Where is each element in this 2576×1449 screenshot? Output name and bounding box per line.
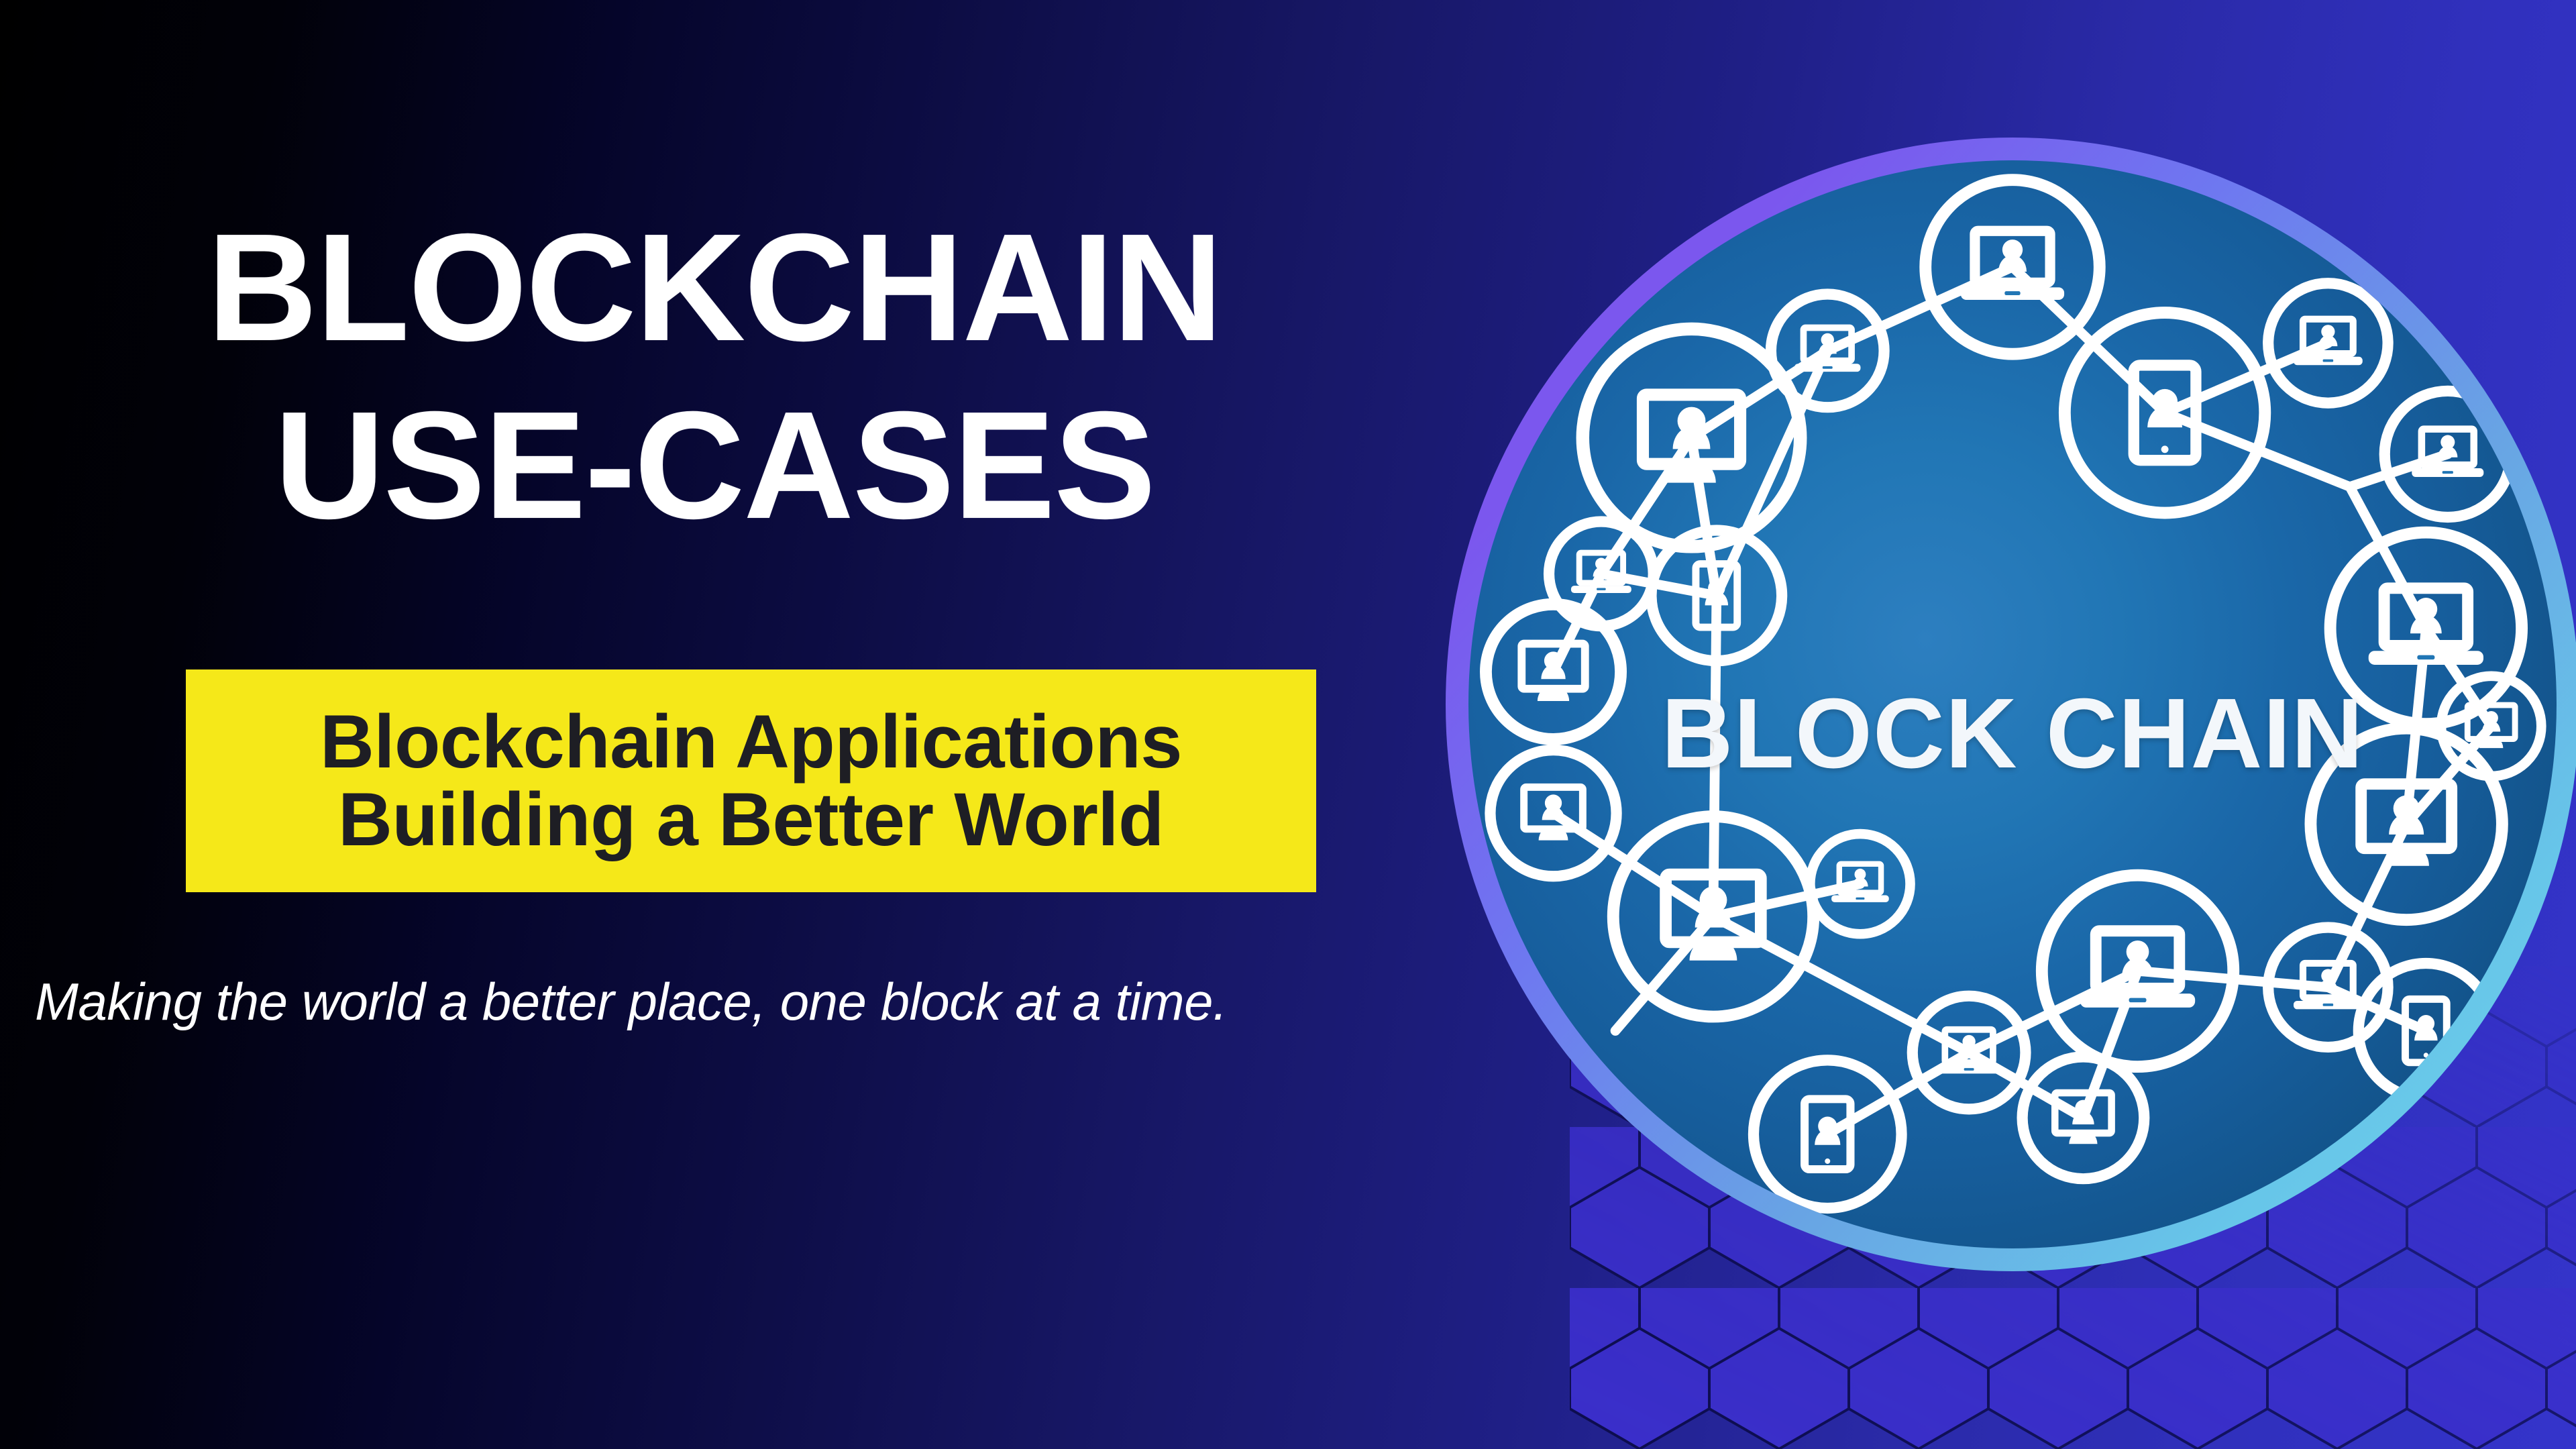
- node-laptop-bottom: [2263, 922, 2394, 1053]
- network-node-group: [1480, 174, 2546, 1214]
- blockchain-network-graphic: BLOCK CHAIN: [1446, 138, 2576, 1271]
- node-laptop-right: [2324, 526, 2528, 731]
- subtitle-line-2: Building a Better World: [338, 777, 1164, 861]
- page-title-line-1: BLOCKCHAIN: [207, 203, 1224, 373]
- blockchain-center-label: BLOCK CHAIN: [1661, 678, 2364, 790]
- node-laptop-lower-left-small: [1907, 990, 2031, 1115]
- node-laptop-bottom-center: [2035, 869, 2240, 1073]
- node-laptop-top-right: [2263, 278, 2394, 409]
- node-monitor-far-left-low: [1485, 745, 1622, 882]
- circle-disc: BLOCK CHAIN: [1468, 160, 2557, 1248]
- node-phone-bottom-right: [2353, 957, 2500, 1104]
- subtitle-banner: Blockchain Applications Building a Bette…: [186, 669, 1316, 892]
- node-laptop-top: [1919, 174, 2106, 360]
- network-nodes-svg: [1480, 174, 2546, 1214]
- tagline-text: Making the world a better place, one blo…: [35, 972, 1228, 1031]
- headline-block: BLOCKCHAIN USE-CASES: [0, 203, 1429, 551]
- node-phone-bottom-left: [1748, 1055, 1907, 1214]
- node-phone-upper-right: [2058, 307, 2271, 519]
- subtitle-line-1: Blockchain Applications: [319, 699, 1183, 784]
- node-monitor-lower-left: [1607, 810, 1820, 1023]
- node-monitor-edge-left: [1480, 598, 1627, 745]
- node-laptop-right-edge: [2379, 385, 2516, 523]
- node-monitor-upper-left: [1765, 288, 1890, 413]
- page-title-line-2: USE-CASES: [274, 380, 1156, 551]
- node-laptop-left-small: [1805, 828, 1915, 939]
- node-monitor-lower-right: [2304, 722, 2508, 926]
- node-phone-left: [1646, 525, 1788, 667]
- node-monitor-bottom: [2017, 1051, 2150, 1185]
- node-monitor-main-left: [1576, 322, 1807, 553]
